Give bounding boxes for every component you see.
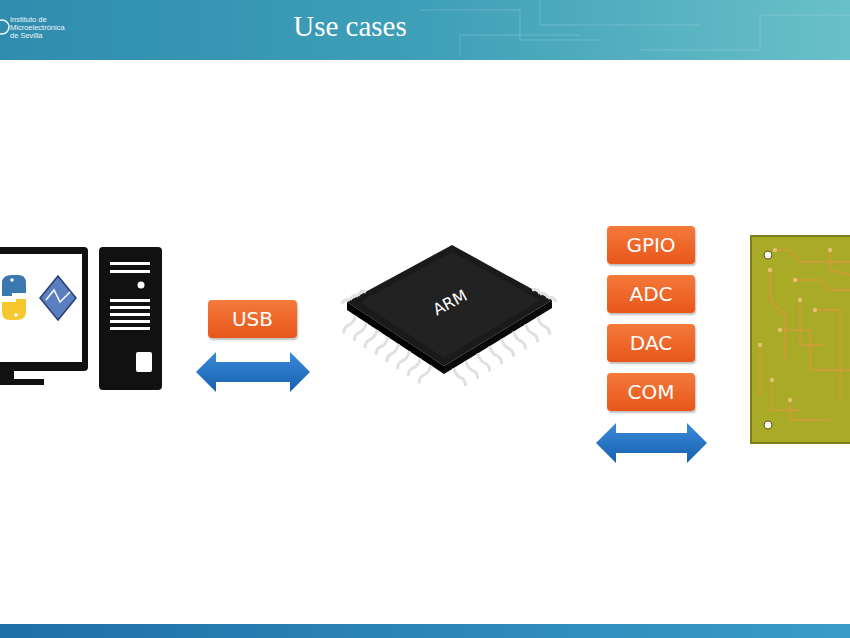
node-text: ADC (629, 282, 672, 306)
peripheral-box: COM (607, 373, 695, 411)
chip-label: ARM (405, 282, 495, 322)
node-text: ARM (430, 285, 471, 319)
node-text: DAC (630, 331, 672, 355)
peripheral-box: ADC (607, 275, 695, 313)
logo-mark (0, 20, 9, 34)
double-arrow (196, 352, 310, 392)
double-arrow (596, 423, 707, 463)
node-text: USB (232, 307, 273, 331)
interface-box: USB (208, 300, 297, 338)
logo-text: Instituto de Microelectrónica de Sevilla (10, 16, 72, 40)
node-text: GPIO (626, 233, 675, 257)
node-text: COM (628, 380, 675, 404)
arm-chip (347, 245, 552, 374)
footer-bar (0, 624, 850, 638)
peripheral-box: DAC (607, 324, 695, 362)
pcb-board (751, 236, 850, 443)
header-bar (0, 0, 850, 60)
peripheral-box: GPIO (607, 226, 695, 264)
header-texture (420, 0, 850, 55)
slide-title: Use cases (230, 10, 470, 43)
computer-icon (0, 247, 162, 390)
